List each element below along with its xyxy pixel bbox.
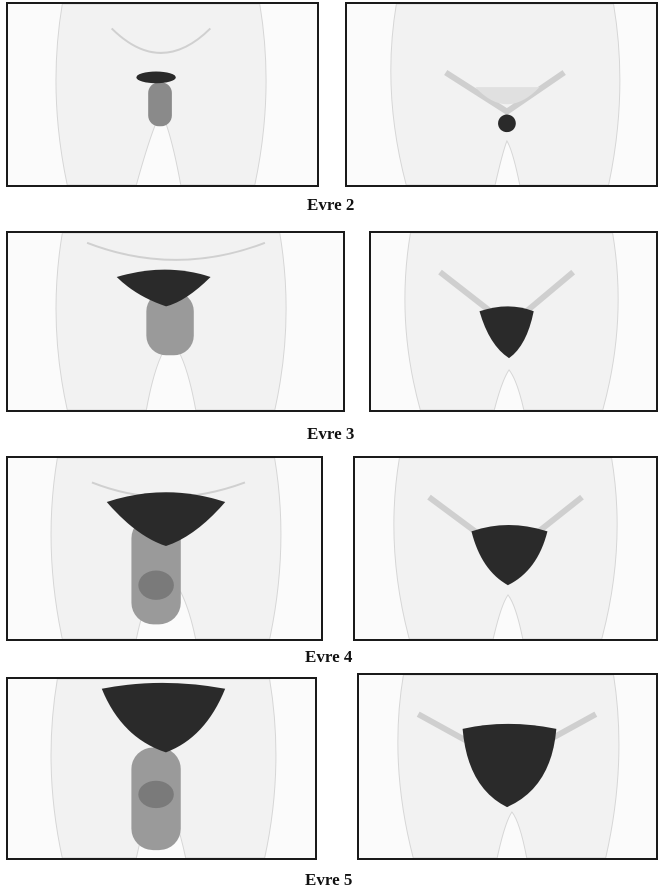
- male-stage-5-panel: [6, 677, 317, 860]
- female-stage-3-panel: [369, 231, 658, 412]
- male-stage-2-panel: [6, 2, 319, 187]
- female-figure-icon: [347, 4, 656, 185]
- female-stage-4-panel: [353, 456, 658, 641]
- male-figure-icon: [8, 4, 317, 185]
- male-figure-icon: [8, 458, 321, 639]
- stage-label: Evre 5: [305, 870, 352, 890]
- female-figure-icon: [371, 233, 656, 410]
- male-figure-icon: [8, 679, 315, 858]
- female-stage-2-panel: [345, 2, 658, 187]
- male-figure-icon: [8, 233, 343, 410]
- female-figure-icon: [359, 675, 656, 858]
- female-figure-icon: [355, 458, 656, 639]
- male-stage-3-panel: [6, 231, 345, 412]
- stage-label: Evre 4: [305, 647, 352, 667]
- stage-label: Evre 3: [307, 424, 354, 444]
- male-stage-4-panel: [6, 456, 323, 641]
- female-stage-5-panel: [357, 673, 658, 860]
- stage-label: Evre 2: [307, 195, 354, 215]
